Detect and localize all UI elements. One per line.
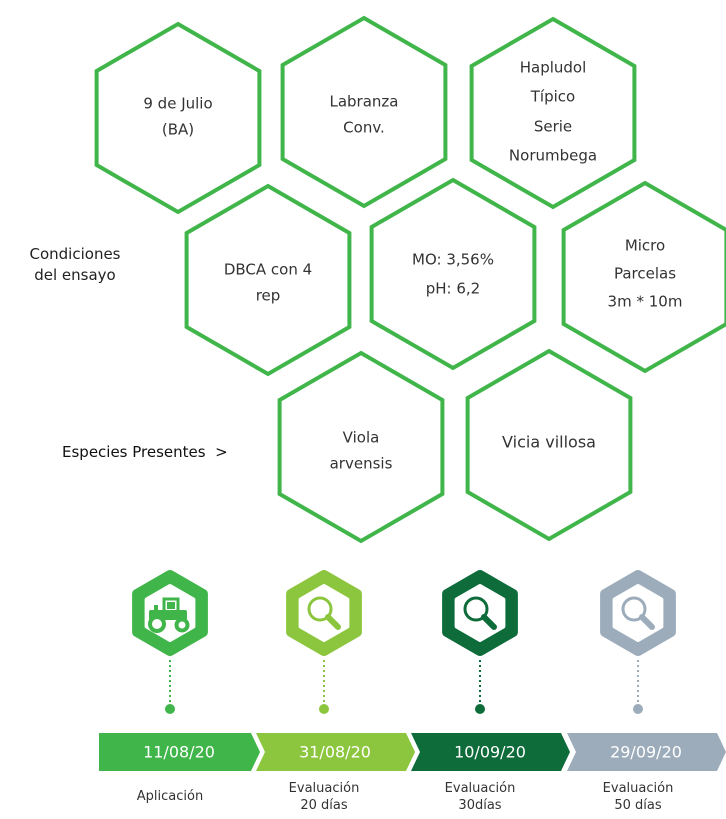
hex-tillage-text: Conv. bbox=[343, 119, 385, 137]
hex-plots-text: 3m * 10m bbox=[608, 293, 683, 311]
hex-location-text: 9 de Julio bbox=[143, 95, 212, 113]
hex-design-text: rep bbox=[256, 287, 281, 305]
date-arrow bbox=[567, 733, 726, 771]
side-labels: Condiciones del ensayo Especies Presente… bbox=[30, 245, 228, 461]
species-label: Especies Presentes > bbox=[62, 443, 228, 461]
step-caption: Evaluación bbox=[289, 781, 360, 796]
magnifier-icon bbox=[307, 596, 341, 630]
hex-vicia: Vicia villosa bbox=[465, 348, 633, 542]
step-dot bbox=[475, 704, 485, 714]
step-caption: Evaluación bbox=[603, 781, 674, 796]
step-date: 10/09/20 bbox=[454, 743, 526, 762]
step-caption: 30días bbox=[458, 798, 501, 813]
hex-tillage-text: Labranza bbox=[329, 93, 398, 111]
conditions-label-line-2: del ensayo bbox=[34, 266, 115, 284]
step-caption: Aplicación bbox=[137, 789, 203, 804]
hex-vicia-text: Vicia villosa bbox=[502, 433, 596, 452]
hex-chemistry-text: MO: 3,56% bbox=[412, 251, 494, 269]
step-badge-inner bbox=[298, 584, 350, 642]
step-caption: 50 días bbox=[614, 798, 662, 813]
hex-soil-text: Serie bbox=[534, 118, 572, 136]
hex-soil-outline bbox=[469, 16, 637, 210]
date-arrow bbox=[411, 733, 570, 771]
hex-design-text: DBCA con 4 bbox=[224, 261, 312, 279]
hex-viola: Viola arvensis bbox=[277, 350, 445, 544]
hex-location: 9 de Julio (BA) bbox=[94, 21, 262, 215]
hex-plots-outline bbox=[561, 180, 726, 374]
magnifier-icon bbox=[621, 596, 655, 630]
step-date: 29/09/20 bbox=[610, 743, 682, 762]
date-arrow bbox=[256, 733, 415, 771]
hex-design: DBCA con 4 rep bbox=[184, 183, 352, 377]
step-badge-inner bbox=[454, 584, 506, 642]
hex-plots-text: Parcelas bbox=[614, 265, 676, 283]
hex-viola-text: arvensis bbox=[330, 455, 393, 473]
hex-tillage-outline bbox=[280, 15, 448, 209]
step-date: 11/08/20 bbox=[143, 743, 215, 762]
hex-chemistry-text: pH: 6,2 bbox=[426, 280, 480, 298]
step-caption: 20 días bbox=[300, 798, 348, 813]
magnifier-icon bbox=[463, 596, 497, 630]
step-badge-inner bbox=[612, 584, 664, 642]
hex-location-text: (BA) bbox=[162, 121, 194, 139]
step-dot bbox=[633, 704, 643, 714]
hex-viola-text: Viola bbox=[343, 429, 380, 447]
hex-plots-text: Micro bbox=[625, 237, 665, 255]
tractor-icon bbox=[148, 597, 190, 633]
hex-soil-text: Típico bbox=[530, 88, 575, 106]
condition-hexagons: 9 de Julio(BA)LabranzaConv.HapludolTípic… bbox=[94, 15, 726, 544]
hex-soil-text: Norumbega bbox=[509, 147, 597, 165]
hex-location-outline bbox=[94, 21, 262, 215]
hex-chemistry-outline bbox=[369, 177, 537, 371]
step-dot bbox=[165, 704, 175, 714]
hex-viola-outline bbox=[277, 350, 445, 544]
date-arrow bbox=[99, 733, 260, 771]
hex-vicia-outline bbox=[465, 348, 633, 542]
timeline-end-arrow bbox=[719, 744, 726, 760]
hex-chemistry: MO: 3,56% pH: 6,2 bbox=[369, 177, 537, 371]
step-dot bbox=[319, 704, 329, 714]
step-date: 31/08/20 bbox=[299, 743, 371, 762]
hex-soil-text: Hapludol bbox=[520, 59, 587, 77]
step-caption: Evaluación bbox=[445, 781, 516, 796]
conditions-label-line-1: Condiciones bbox=[30, 245, 121, 263]
hex-design-outline bbox=[184, 183, 352, 377]
